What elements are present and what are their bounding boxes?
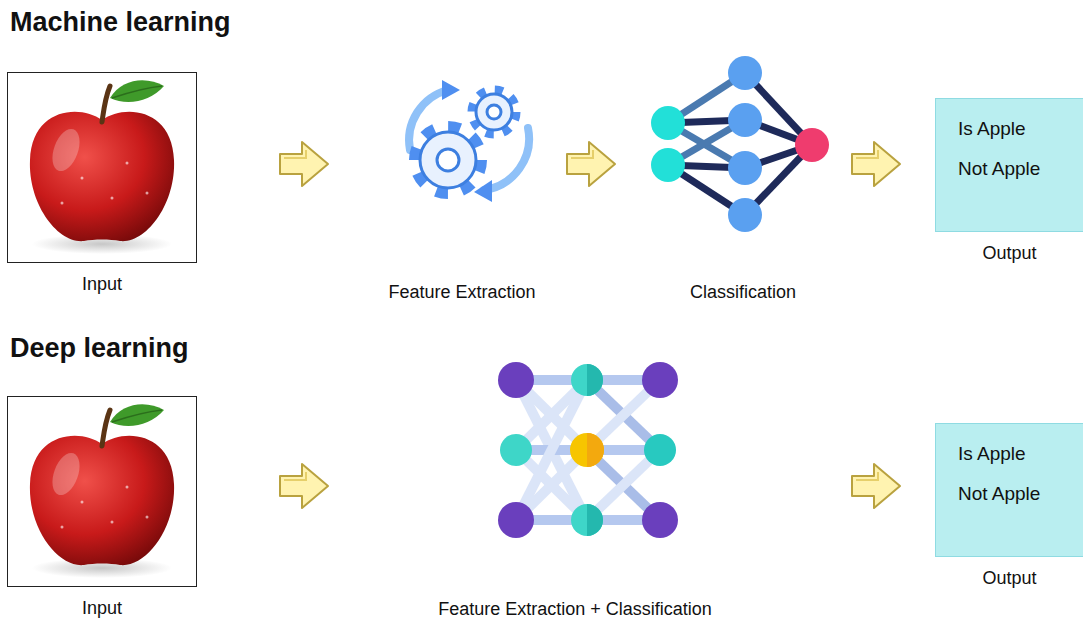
- output-option: Not Apple: [958, 157, 1073, 181]
- output-option: Not Apple: [958, 482, 1073, 506]
- section-heading: Deep learning: [10, 333, 189, 364]
- output-option: Is Apple: [958, 117, 1073, 141]
- stage-caption: Output: [936, 243, 1083, 264]
- apple-image: [30, 80, 174, 578]
- classifier-network: [651, 56, 829, 232]
- section-heading: Machine learning: [10, 7, 231, 38]
- image-frame: Input: [7, 72, 197, 263]
- image-frame: Input: [7, 396, 197, 587]
- stage-caption: Input: [8, 598, 196, 619]
- stage-caption: Feature Extraction + Classification: [438, 599, 712, 620]
- block-arrow: [280, 142, 900, 508]
- output-box: Is AppleNot AppleOutput: [935, 98, 1083, 232]
- output-box: Is AppleNot AppleOutput: [935, 423, 1083, 557]
- output-option: Is Apple: [958, 442, 1073, 466]
- stage-caption: Classification: [690, 282, 796, 303]
- stage-caption: Input: [8, 274, 196, 295]
- deep-network: [498, 362, 678, 538]
- stage-caption: Feature Extraction: [388, 282, 535, 303]
- gear-icon: [409, 80, 529, 202]
- stage-caption: Output: [936, 568, 1083, 589]
